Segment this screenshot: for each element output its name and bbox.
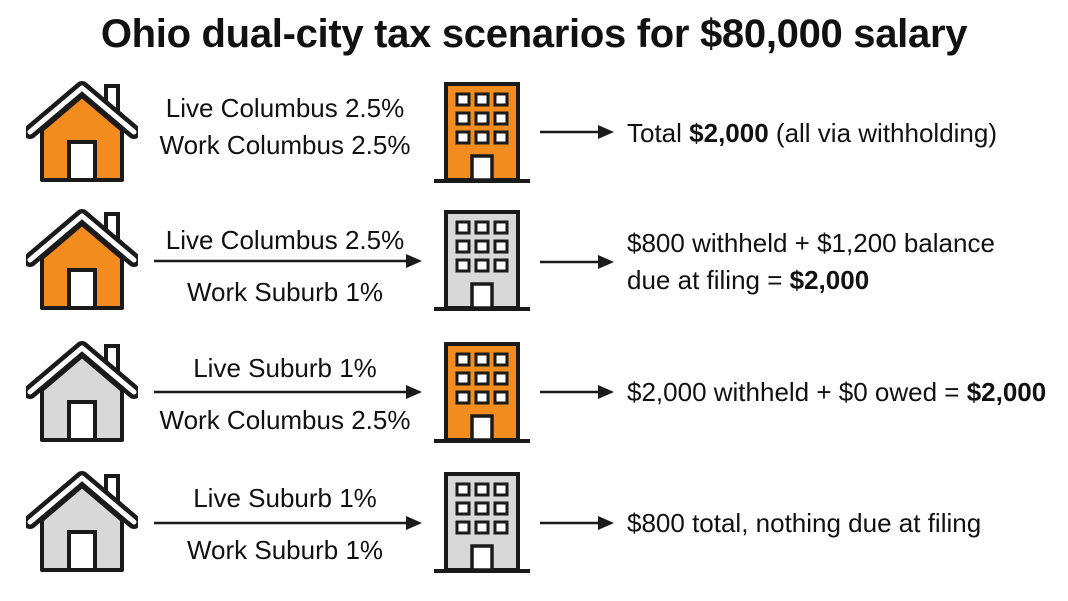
right-arrow-icon [540, 252, 615, 272]
flow-arrow-icon [154, 251, 424, 271]
flow-arrow-icon [154, 513, 424, 533]
house-icon [26, 208, 138, 312]
result-text: Total [627, 118, 690, 148]
office-building-icon [432, 80, 532, 185]
right-arrow-icon [540, 382, 615, 402]
office-building-icon [432, 340, 532, 445]
office-building-icon [432, 470, 532, 575]
right-arrow-icon [540, 513, 615, 533]
result-text: $2,000 withheld + $0 owed = [627, 377, 967, 407]
scenario-row: Live Suburb 1% Work Suburb 1% $800 total… [0, 470, 1068, 595]
scenario-result: $2,000 withheld + $0 owed = $2,000 [627, 374, 1046, 411]
result-total: $2,000 [966, 377, 1047, 407]
live-label: Live Columbus 2.5% [165, 225, 405, 255]
right-arrow-icon [540, 122, 615, 142]
result-line-1: $800 withheld + $1,200 balance [627, 228, 995, 258]
live-label: Live Suburb 1% [193, 353, 377, 383]
work-label: Work Suburb 1% [186, 277, 384, 307]
house-icon [26, 470, 138, 574]
result-note: (all via withholding) [768, 118, 998, 148]
result-text: due at filing = [627, 265, 790, 295]
house-icon [26, 80, 138, 184]
scenario-row: Live Columbus 2.5% Work Suburb 1% $800 w… [0, 208, 1068, 333]
result-total: $2,000 [689, 118, 769, 148]
work-label: Work Columbus 2.5% [159, 130, 411, 160]
scenario-result: $800 total, nothing due at filing [627, 505, 981, 542]
office-building-icon [432, 208, 532, 313]
scenario-result: $800 withheld + $1,200 balance due at fi… [627, 225, 995, 299]
result-text: $800 total, nothing due at filing [627, 508, 982, 538]
scenario-labels: Live Columbus 2.5% Work Columbus 2.5% [140, 90, 430, 164]
page-title: Ohio dual-city tax scenarios for $80,000… [100, 12, 968, 56]
live-label: Live Columbus 2.5% [165, 93, 405, 123]
scenario-result: Total $2,000 (all via withholding) [627, 115, 997, 152]
work-label: Work Columbus 2.5% [159, 405, 411, 435]
live-label: Live Suburb 1% [193, 483, 377, 513]
scenario-row: Live Suburb 1% Work Columbus 2.5% $2,000… [0, 340, 1068, 465]
house-icon [26, 340, 138, 444]
result-total: $2,000 [789, 265, 870, 295]
flow-arrow-icon [154, 382, 424, 402]
scenario-row: Live Columbus 2.5% Work Columbus 2.5% To… [0, 80, 1068, 205]
work-label: Work Suburb 1% [186, 535, 384, 565]
result-line-2: due at filing = $2,000 [627, 262, 995, 299]
